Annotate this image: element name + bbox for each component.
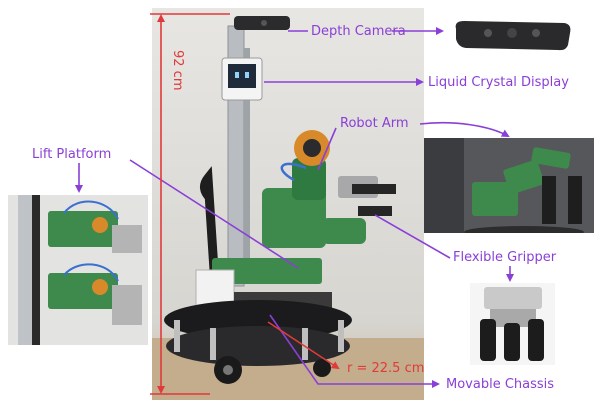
radius-label: r = 22.5 cm	[347, 361, 425, 376]
lift-platform-photo	[8, 195, 148, 345]
robot-arm-pointer	[317, 127, 337, 171]
lift-platform-label: Lift Platform	[32, 147, 112, 162]
robot-arm-photo	[424, 138, 594, 233]
robot-illustration	[152, 8, 424, 400]
height-label: 92 cm	[170, 50, 185, 91]
robot-arm-arrow	[419, 121, 510, 137]
depth-camera-photo	[450, 15, 575, 55]
flexible-gripper-label: Flexible Gripper	[453, 250, 557, 265]
depth-camera-label: Depth Camera	[311, 24, 406, 39]
movable-chassis-label: Movable Chassis	[446, 377, 555, 392]
gripper-pointer	[374, 214, 451, 259]
lift-platform-illustration	[8, 195, 148, 345]
robot-arm-illustration	[424, 138, 594, 233]
gripper-illustration	[470, 283, 555, 365]
lift-platform-pointer	[129, 159, 299, 269]
gripper-photo	[470, 283, 555, 365]
red-dimension-lines	[150, 13, 340, 395]
chassis-arrow	[269, 314, 440, 388]
robot-main-photo	[152, 8, 424, 400]
depth-camera-illustration	[450, 15, 575, 55]
radius-line	[267, 321, 340, 370]
robot-arm-label: Robot Arm	[340, 116, 409, 131]
lcd-label: Liquid Crystal Display	[428, 75, 569, 90]
